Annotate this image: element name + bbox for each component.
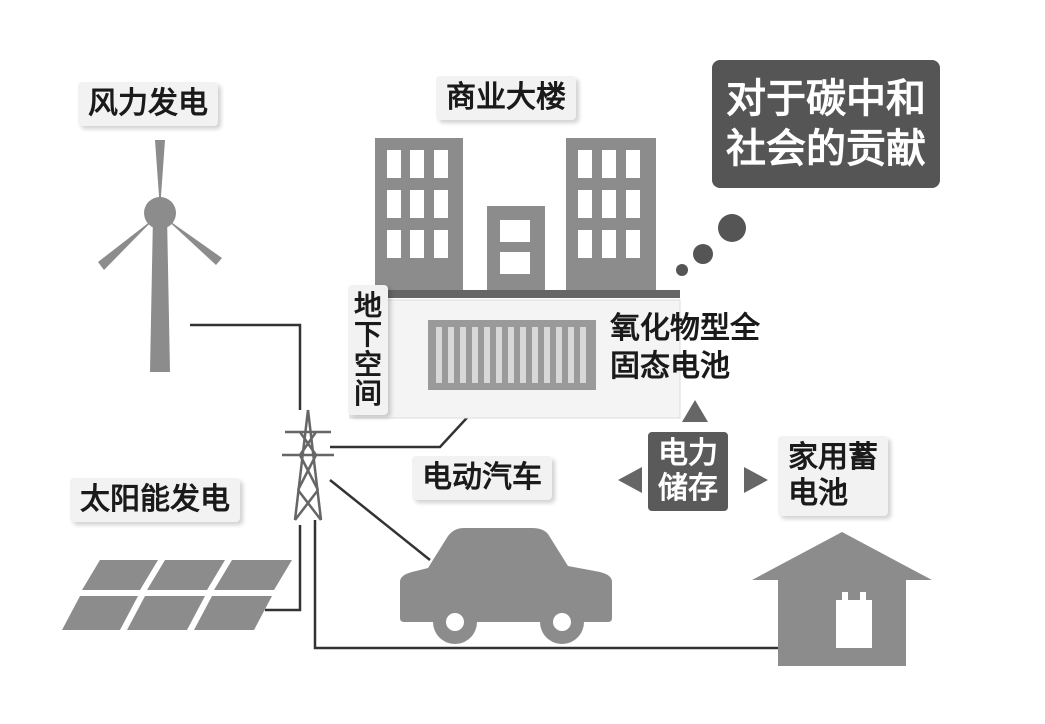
arrow-left-icon: [618, 467, 642, 493]
battery-label-line2: 固态电池: [610, 348, 730, 384]
home-battery-label: 家用蓄 电池: [778, 436, 888, 516]
electric-vehicle-label: 电动汽车: [412, 456, 552, 500]
home-battery-icon: [836, 600, 872, 648]
underground-char-2: 下: [354, 318, 383, 352]
underground-space-label: 地 下 空 间: [348, 285, 389, 415]
wind-turbine-icon: [98, 140, 222, 372]
underground-char-4: 间: [354, 377, 383, 411]
arrow-right-icon: [744, 467, 768, 493]
solid-state-battery-label: 氧化物型全 固态电池: [600, 306, 770, 389]
arrow-up-icon: [682, 400, 708, 422]
commercial-building-label: 商业大楼: [436, 76, 576, 120]
wind-power-label: 风力发电: [78, 82, 218, 126]
electric-car-icon: [400, 528, 612, 644]
storage-label-line2: 储存: [658, 471, 718, 507]
solar-power-line: [265, 525, 302, 612]
underground-char-1: 地: [354, 289, 383, 322]
storage-label-line1: 电力: [658, 436, 718, 471]
home-label-line2: 电池: [788, 476, 848, 511]
callout-bubble-dots: [676, 214, 746, 276]
power-storage-label: 电力 储存: [648, 432, 728, 511]
solar-panel-icon: [62, 560, 292, 630]
carbon-neutral-callout: 对于碳中和 社会的贡献: [712, 60, 940, 188]
home-power-line: [313, 520, 785, 650]
house-icon: [752, 532, 932, 666]
home-label-line1: 家用蓄: [788, 440, 878, 475]
callout-line2: 社会的贡献: [726, 126, 926, 172]
battery-label-line1: 氧化物型全: [610, 311, 760, 346]
power-lines: [190, 323, 785, 650]
callout-line1: 对于碳中和: [726, 76, 926, 122]
underground-space-box: [349, 299, 681, 419]
transmission-tower-icon: [282, 409, 334, 521]
wind-power-line: [190, 323, 302, 410]
storage-arrows: [618, 400, 768, 493]
ev-power-line: [329, 479, 431, 561]
commercial-building-icon: [368, 138, 680, 298]
solar-power-label: 太阳能发电: [70, 478, 240, 522]
underground-char-3: 空: [354, 347, 383, 381]
